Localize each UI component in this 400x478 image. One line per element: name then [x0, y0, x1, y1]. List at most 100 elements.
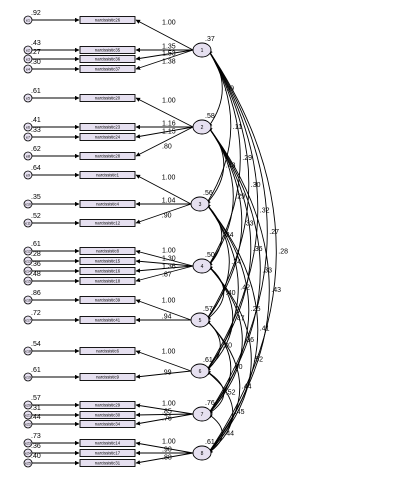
loading-label-19: .99 [162, 369, 172, 376]
indicator-label-21: narcissistic30 [95, 413, 121, 418]
indicator-box-16 [79, 296, 136, 304]
loading-arrow-13 [135, 259, 194, 267]
error-term-7 [23, 132, 33, 142]
latent-factor-1 [192, 42, 212, 58]
indicator-label-24: narcissistic17 [95, 451, 121, 456]
indicator-label-10: narcissistic4 [96, 202, 119, 207]
latent-factor-label-4: 4 [201, 264, 204, 270]
error-variance-12: .61 [31, 241, 41, 248]
error-term-8 [23, 151, 33, 161]
loading-arrow-15 [135, 265, 194, 283]
covariance-label-2-8: .43 [271, 287, 281, 294]
indicator-box-18 [79, 347, 136, 355]
error-term-label-22: e22 [25, 422, 31, 426]
covariance-label-1-5: .30 [251, 182, 261, 189]
loading-label-18: 1.00 [162, 349, 176, 356]
covariance-label-3-8: .41 [260, 326, 270, 333]
indicator-box-23 [79, 439, 136, 447]
indicator-box-11 [79, 219, 136, 227]
covariance-label-1-6: .32 [260, 208, 270, 215]
error-layer: e1.92e2.43e3.27e4.30e5.61e6.41e7.33e8.62… [23, 10, 80, 468]
covariance-label-2-7: .33 [262, 268, 272, 275]
loading-arrow-20 [135, 403, 194, 415]
error-variance-24: .36 [31, 443, 41, 450]
indicator-label-3: narcissistic36 [95, 57, 121, 62]
error-term-20 [23, 400, 33, 410]
indicator-label-1: narcissistic26 [95, 18, 121, 23]
latent-factor-label-3: 3 [199, 202, 202, 208]
error-term-label-16: e16 [25, 298, 31, 302]
indicator-box-5 [79, 94, 136, 102]
error-variance-6: .41 [31, 117, 41, 124]
indicator-label-2: narcissistic35 [95, 48, 121, 53]
error-term-25 [23, 458, 33, 468]
error-variance-16: .86 [31, 290, 41, 297]
latent-factor-label-2: 2 [201, 125, 204, 131]
latent-factor-label-7: 7 [201, 412, 204, 418]
loading-label-21: .85 [162, 408, 172, 415]
error-term-22 [23, 419, 33, 429]
error-term-label-13: e13 [25, 259, 31, 263]
error-variance-17: .72 [31, 310, 41, 317]
indicator-box-20 [79, 401, 136, 409]
error-variance-8: .62 [31, 146, 41, 153]
indicator-box-12 [79, 247, 136, 255]
indicator-label-12: narcissistic8 [96, 249, 119, 254]
indicator-box-3 [79, 55, 136, 63]
error-term-label-17: e17 [25, 318, 31, 322]
loading-label-22: .76 [162, 416, 172, 423]
loading-arrow-14 [135, 265, 194, 273]
loading-arrow-22 [135, 413, 194, 426]
latent-variance-4: .50 [205, 252, 215, 259]
error-term-18 [23, 346, 33, 356]
error-variance-3: .27 [31, 49, 41, 56]
error-term-label-1: e1 [26, 18, 30, 22]
indicator-box-17 [79, 316, 136, 324]
indicator-box-10 [79, 200, 136, 208]
covariance-label-2-3: .43 [226, 163, 236, 170]
loading-label-6: 1.16 [162, 121, 176, 128]
latent-variance-2: .58 [205, 113, 215, 120]
error-term-12 [23, 246, 33, 256]
error-variance-2: .43 [31, 40, 41, 47]
covariance-layer: .09.11.29.30.32.27.28.43.29.33.36.33.43.… [205, 49, 288, 454]
error-term-label-18: e18 [25, 349, 31, 353]
error-variance-5: .61 [31, 88, 41, 95]
covariance-label-6-7: .52 [226, 390, 236, 397]
error-term-11 [23, 218, 33, 228]
covariance-arc-1-6 [205, 49, 259, 372]
loading-arrow-3 [135, 49, 194, 61]
latent-variance-8: .61 [205, 439, 215, 446]
indicator-box-2 [79, 46, 136, 54]
indicator-box-21 [79, 411, 136, 419]
indicator-box-7 [79, 133, 136, 141]
loading-label-2: 1.35 [162, 44, 176, 51]
error-term-3 [23, 54, 33, 64]
error-term-label-24: e24 [25, 451, 31, 455]
error-variance-10: .35 [31, 194, 41, 201]
error-term-19 [23, 372, 33, 382]
error-term-label-6: e6 [26, 125, 30, 129]
covariance-arc-5-8 [205, 319, 241, 454]
loading-layer: 1.001.351.531.381.001.161.15.801.001.04.… [135, 20, 194, 465]
loading-arrow-4 [135, 49, 194, 70]
loading-label-24: .90 [162, 447, 172, 454]
latent-factor-label-5: 5 [199, 318, 202, 324]
indicator-box-8 [79, 152, 136, 160]
error-term-label-11: e11 [25, 221, 31, 225]
loading-label-14: 1.36 [162, 264, 176, 271]
loading-label-4: 1.38 [162, 59, 176, 66]
indicator-label-13: narcissistic15 [95, 259, 121, 264]
error-variance-1: .92 [31, 10, 41, 17]
factor-layer: 1.372.583.564.505.576.617.768.61 [190, 36, 215, 461]
indicator-label-8: narcissistic28 [95, 154, 121, 159]
error-variance-19: .61 [31, 367, 41, 374]
error-term-5 [23, 93, 33, 103]
loading-arrow-12 [135, 249, 194, 267]
indicator-label-18: narcissistic6 [96, 349, 119, 354]
loading-label-25: .88 [162, 455, 172, 462]
indicator-label-11: narcissistic12 [95, 221, 121, 226]
error-term-label-20: e20 [25, 403, 31, 407]
error-term-23 [23, 438, 33, 448]
loading-label-16: 1.00 [162, 298, 176, 305]
